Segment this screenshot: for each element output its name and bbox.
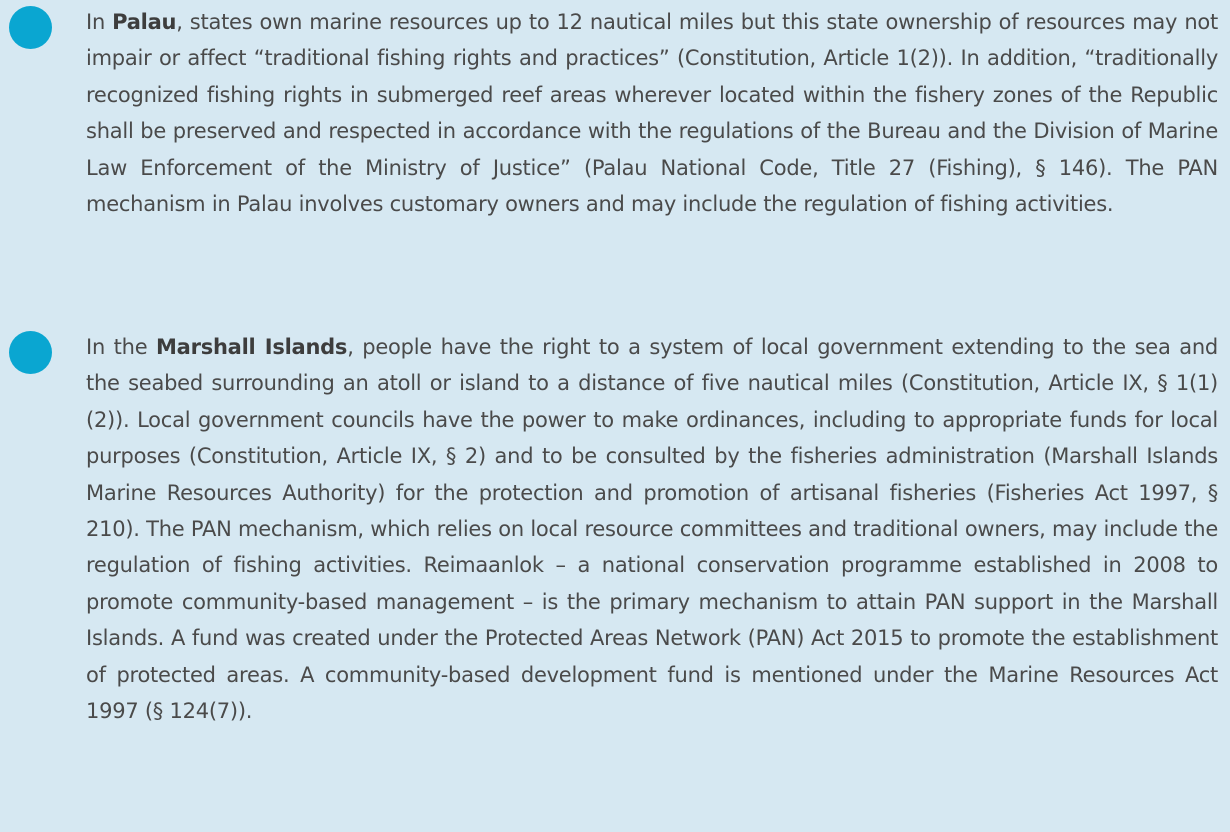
paragraph-marshall-islands: In the Marshall Islands, people have the… xyxy=(86,329,1218,729)
paragraph-prefix: In the xyxy=(86,335,157,359)
country-name: Palau xyxy=(112,10,177,34)
country-name: Marshall Islands xyxy=(156,335,348,359)
paragraph-palau: In Palau, states own marine resources up… xyxy=(86,4,1218,222)
paragraph-body: , states own marine resources up to 12 n… xyxy=(86,10,1218,217)
bullet-dot xyxy=(9,331,52,374)
paragraph-body: , people have the right to a system of l… xyxy=(86,335,1218,724)
bullet-dot xyxy=(9,6,52,49)
paragraph-prefix: In xyxy=(86,10,113,34)
